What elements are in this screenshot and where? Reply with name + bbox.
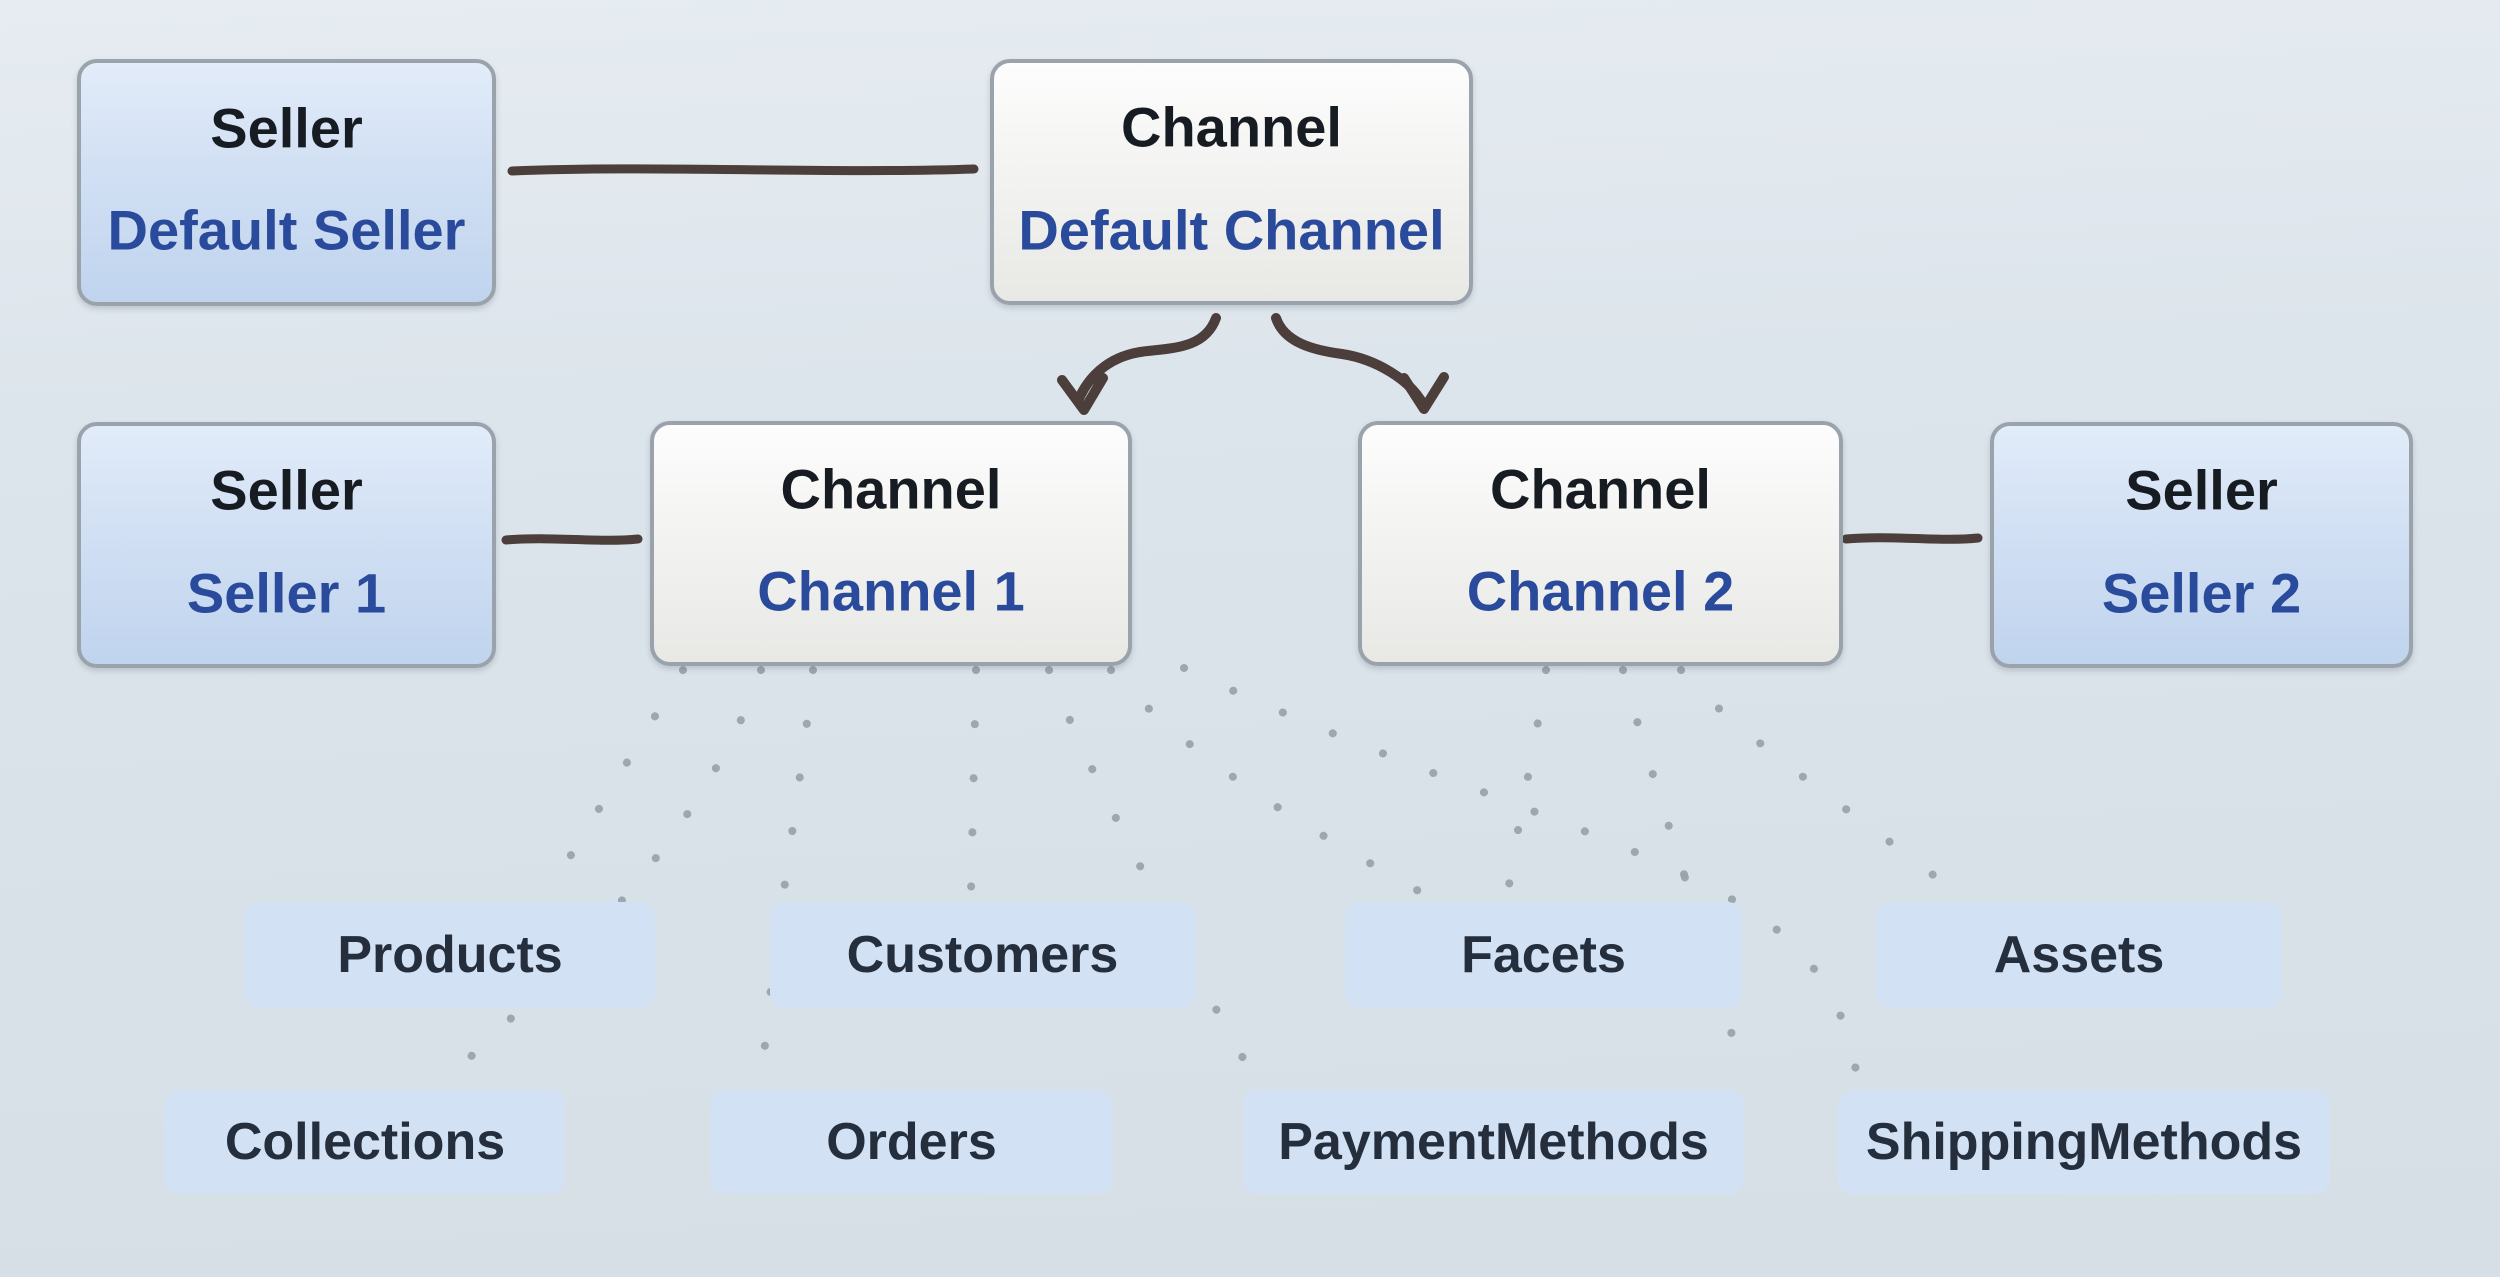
edge-channel1-orders xyxy=(758,666,817,1082)
node-channel-2: Channel Channel 2 xyxy=(1358,421,1843,666)
node-name-label: Channel 1 xyxy=(757,559,1025,623)
edge-seller1-channel1 xyxy=(501,534,643,545)
node-name-label: Default Seller xyxy=(107,198,466,262)
node-default-seller: Seller Default Seller xyxy=(77,59,496,306)
edge-channel1-products xyxy=(544,666,687,897)
edge-default-seller-default-channel xyxy=(507,164,979,176)
node-seller-1: Seller Seller 1 xyxy=(77,422,496,668)
arrowhead-icon xyxy=(1399,372,1449,414)
edge-channel2-paymentmethods xyxy=(1619,666,1747,1082)
edge-channel1-facets xyxy=(1107,666,1426,897)
node-type-label: Seller xyxy=(210,458,363,522)
node-type-label: Channel xyxy=(1490,457,1711,521)
edge-channel1-customers xyxy=(967,666,980,897)
edge-channel2-facets xyxy=(1504,666,1550,897)
edge-channel1-collections xyxy=(444,666,765,1082)
entity-assets: Assets xyxy=(1876,902,2282,1008)
entity-collections: Collections xyxy=(165,1090,565,1194)
edge-channel2-seller2 xyxy=(1841,533,1983,544)
entity-shippingmethods: ShippingMethods xyxy=(1838,1090,2330,1194)
entity-paymentmethods: PaymentMethods xyxy=(1243,1090,1744,1194)
node-seller-2: Seller Seller 2 xyxy=(1990,422,2413,668)
entity-orders: Orders xyxy=(710,1090,1113,1194)
edge-channel1-paymentmethods xyxy=(1045,666,1258,1082)
node-type-label: Seller xyxy=(2125,458,2278,522)
arrow-default-channel-to-channel1 xyxy=(1057,313,1221,415)
node-type-label: Channel xyxy=(780,457,1002,521)
node-type-label: Channel xyxy=(1121,95,1342,159)
entity-customers: Customers xyxy=(770,902,1195,1008)
arrow-default-channel-to-channel2 xyxy=(1271,313,1449,414)
edge-channel2-assets xyxy=(1677,666,1962,899)
edge-channel1-shippingmethods xyxy=(1180,664,1861,1082)
node-name-label: Default Channel xyxy=(1018,198,1445,262)
node-type-label: Seller xyxy=(210,96,363,160)
entity-products: Products xyxy=(245,902,655,1008)
node-channel-1: Channel Channel 1 xyxy=(650,421,1132,666)
node-default-channel: Channel Default Channel xyxy=(990,59,1473,305)
node-name-label: Seller 1 xyxy=(186,561,387,625)
node-name-label: Seller 2 xyxy=(2101,561,2302,625)
entity-facets: Facets xyxy=(1345,902,1742,1008)
arrowhead-icon xyxy=(1057,373,1108,415)
node-name-label: Channel 2 xyxy=(1466,559,1735,623)
